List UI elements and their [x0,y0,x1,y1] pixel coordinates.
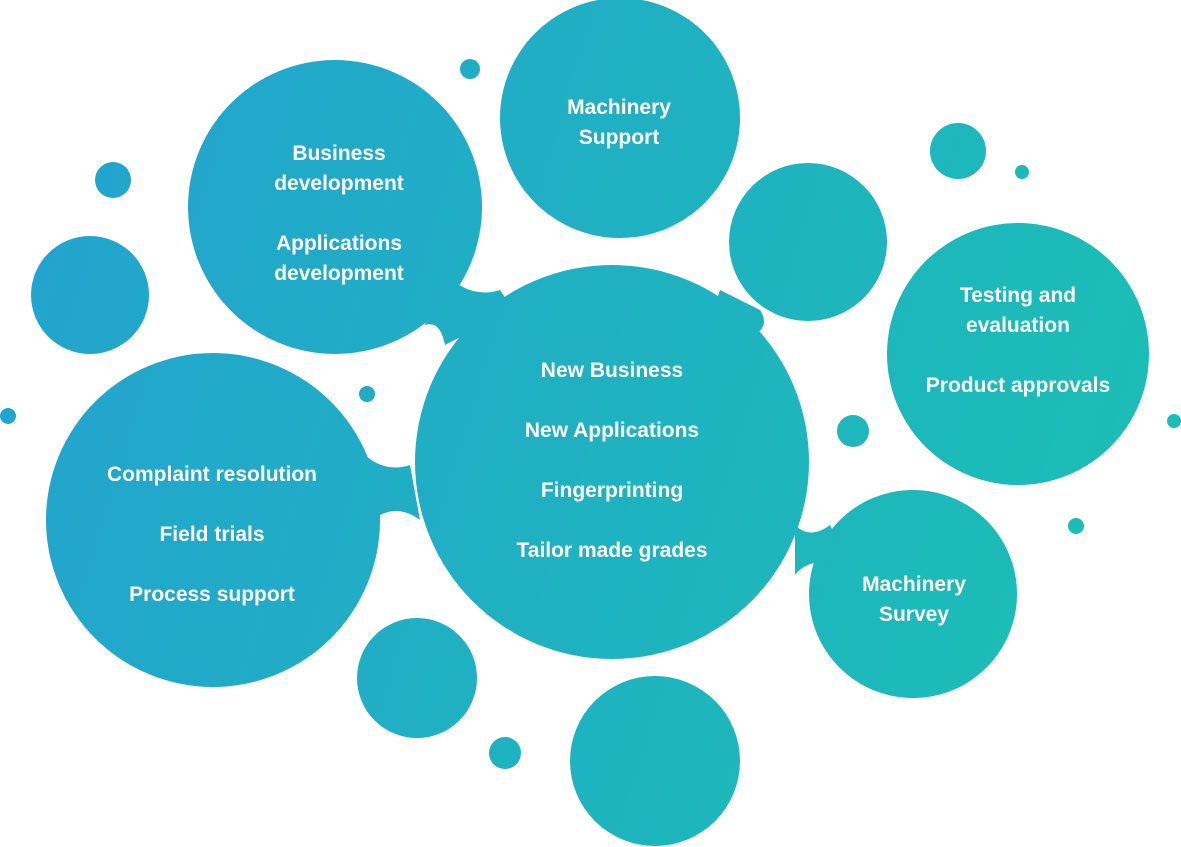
dot [359,386,375,402]
bubble-testing [887,223,1149,485]
center-line-2: New Applications [524,419,700,442]
dot [1015,165,1029,179]
complaint-line-2: Field trials [159,523,265,546]
machinery-support-line-2: Support [578,126,660,149]
testing-line-3: Product approvals [925,374,1111,397]
bubble-empty [357,618,477,738]
machinery-support-line-1: Machinery [567,96,671,119]
machinery-survey-line-2: Survey [878,603,950,626]
dot [837,415,869,447]
bubble-machinery-support-label: Machinery Support [567,93,671,153]
bubble-machinery-survey [809,490,1017,698]
business-line-4: development [274,262,404,285]
center-line-1: New Business [540,359,684,382]
business-line-3: Applications [275,232,402,255]
testing-line-1: Testing and [959,284,1077,307]
complaint-line-1: Complaint resolution [107,463,317,486]
center-line-3: Fingerprinting [540,479,684,502]
bubble-complaint [46,353,380,687]
dot [489,737,521,769]
business-line-2: development [274,172,404,195]
bubble-empty [31,236,149,354]
business-line-1: Business [292,142,386,165]
center-line-4: Tailor made grades [516,539,708,562]
machinery-survey-line-1: Machinery [862,573,966,596]
bubble-empty [729,163,887,321]
bubble-testing-label: Testing and evaluation Product approvals [926,281,1110,401]
bubble-empty [570,676,740,846]
complaint-line-3: Process support [129,583,295,606]
bubble-center-label: New Business New Applications Fingerprin… [516,356,707,566]
dot [1068,518,1084,534]
dot [0,408,16,424]
bubble-business [188,60,482,354]
dot [460,59,480,79]
connector-complaint-center [355,445,420,520]
bubble-complaint-label: Complaint resolution Field trials Proces… [107,460,317,610]
bubble-business-label: Business development Applications develo… [274,139,404,289]
bubble-center [415,265,809,659]
bubble-machinery-support [500,0,740,238]
dot [930,123,986,179]
dot [95,162,131,198]
testing-line-2: evaluation [966,314,1070,337]
bubble-machinery-survey-label: Machinery Survey [862,570,966,630]
dot [1167,414,1181,428]
